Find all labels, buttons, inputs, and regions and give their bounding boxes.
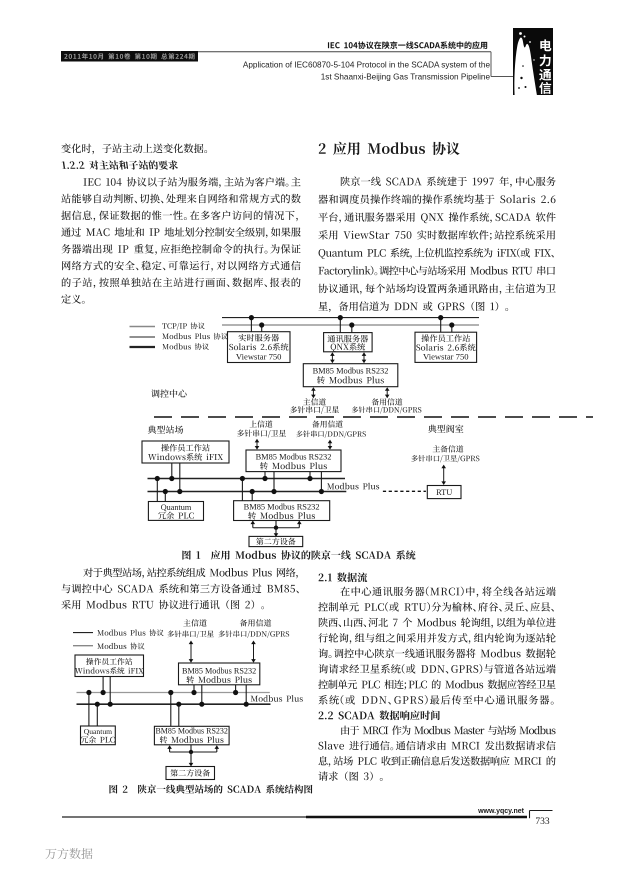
svg-text:Viewstar 750: Viewstar 750 — [423, 352, 469, 362]
svg-text:BM85 Modbus RS232: BM85 Modbus RS232 — [313, 367, 389, 376]
svg-text:Application of IEC60870-5-104: Application of IEC60870-5-104 Protocol i… — [243, 60, 491, 69]
svg-text:Quantum: Quantum — [84, 727, 112, 736]
svg-text:RTU: RTU — [436, 488, 452, 497]
svg-text:BM85 Modbus RS232: BM85 Modbus RS232 — [256, 453, 332, 462]
svg-text:BM85 Modbus RS232: BM85 Modbus RS232 — [155, 727, 227, 736]
svg-text:1st Shaanxi-Beijing Gas Transm: 1st Shaanxi-Beijing Gas Transmission Pip… — [321, 72, 491, 81]
svg-text:Viewstar 750: Viewstar 750 — [236, 351, 282, 361]
svg-text:Quantum: Quantum — [161, 503, 192, 512]
svg-text:BM85 Modbus RS232: BM85 Modbus RS232 — [182, 667, 256, 676]
svg-text:BM85 Modbus RS232: BM85 Modbus RS232 — [244, 503, 320, 512]
svg-text:733: 733 — [535, 817, 550, 827]
svg-text:www.yqcy.net: www.yqcy.net — [477, 808, 525, 815]
